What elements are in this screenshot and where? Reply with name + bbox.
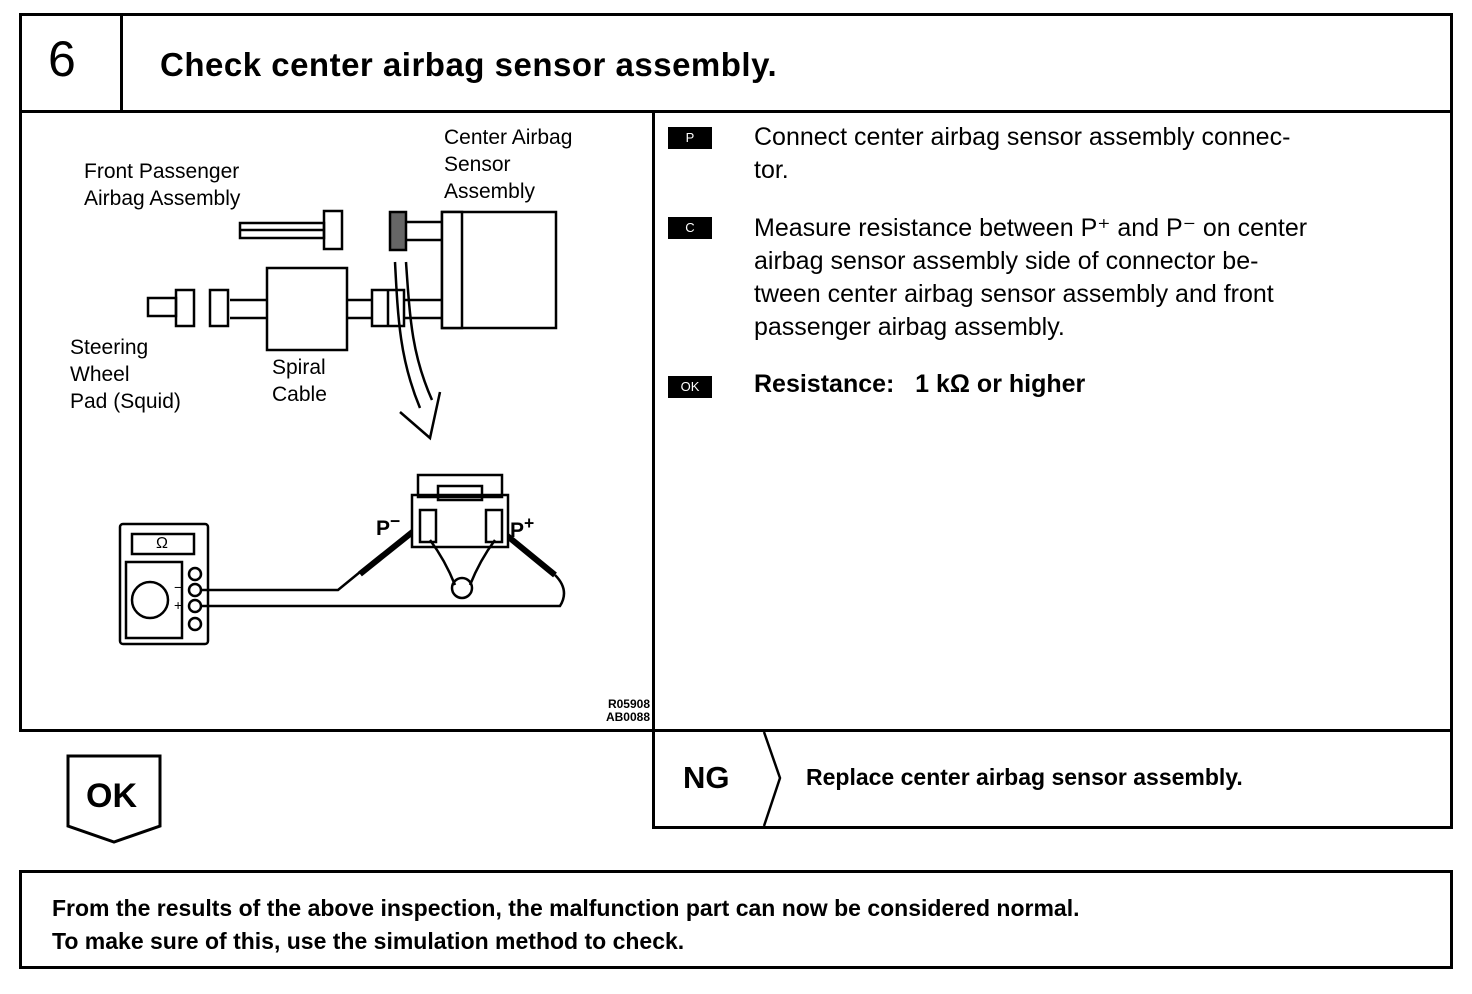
step-number: 6: [48, 31, 76, 87]
label-front-passenger-2: Airbag Assembly: [84, 187, 241, 210]
label-steering-1: Steering: [70, 336, 149, 359]
note-text: From the results of the above inspection…: [52, 892, 1080, 958]
note-line-2: To make sure of this, use the simulation…: [52, 928, 685, 954]
badge-ok-icon: OK: [668, 376, 712, 398]
meter-ohm-symbol: Ω: [156, 535, 168, 552]
resistance-spec: Resistance: 1 kΩ or higher: [754, 370, 1086, 398]
meter-minus-label: −: [174, 579, 183, 595]
label-center-airbag-3: Assembly: [444, 180, 536, 203]
ok-label: OK: [86, 777, 137, 815]
label-center-airbag-1: Center Airbag: [444, 126, 573, 149]
figure-code-1: R05908: [607, 697, 650, 711]
note-line-1: From the results of the above inspection…: [52, 895, 1080, 921]
label-spiral-1: Spiral: [272, 356, 326, 379]
step-number-divider: [120, 13, 123, 113]
label-center-airbag-2: Sensor: [444, 153, 511, 176]
label-p-minus: P−: [376, 511, 401, 540]
note-box: [19, 870, 1453, 969]
step-title: Check center airbag sensor assembly.: [160, 46, 778, 83]
meter-plus-label: +: [174, 597, 183, 613]
ng-action: Replace center airbag sensor assembly.: [806, 764, 1243, 790]
label-steering-2: Wheel: [70, 363, 130, 386]
label-front-passenger-1: Front Passenger: [84, 160, 240, 183]
badge-prepare-icon: P: [668, 127, 712, 149]
figure-code-2: AB0088: [605, 710, 650, 724]
label-p-plus: P+: [510, 513, 535, 542]
instruction-measure: Measure resistance between P⁺ and P⁻ on …: [754, 214, 1308, 341]
label-steering-3: Pad (Squid): [70, 390, 181, 413]
label-spiral-2: Cable: [272, 383, 327, 406]
ng-box: [652, 729, 1453, 829]
badge-check-icon: C: [668, 217, 712, 239]
instruction-connect: Connect center airbag sensor assembly co…: [754, 123, 1291, 184]
ng-label: NG: [683, 760, 730, 795]
